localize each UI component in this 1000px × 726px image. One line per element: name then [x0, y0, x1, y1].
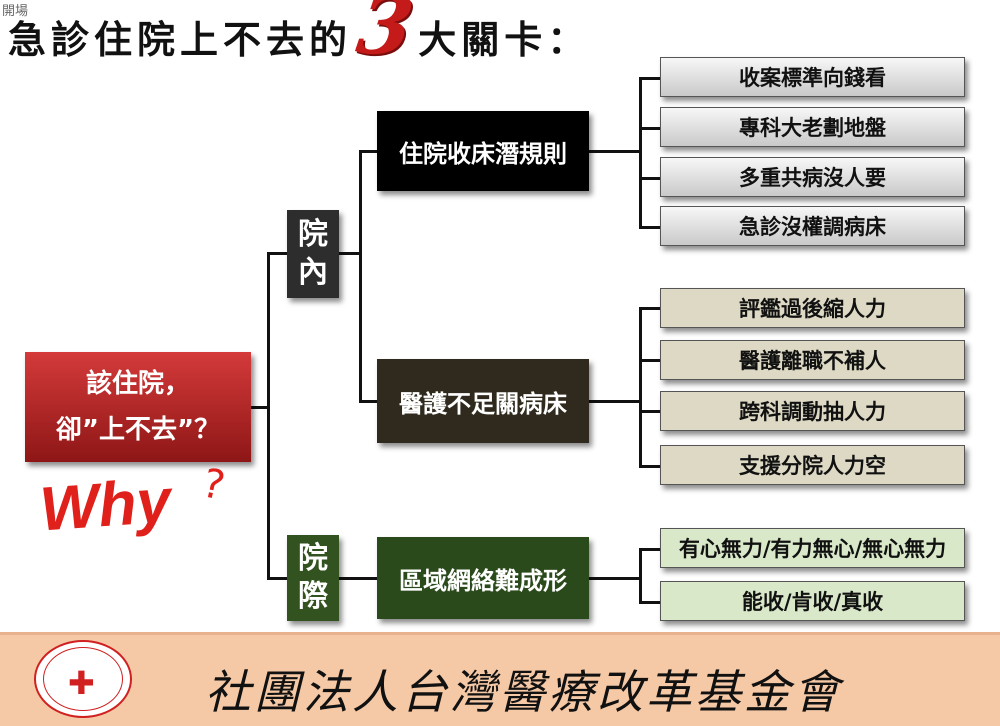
connector-b-v	[639, 307, 642, 467]
connector-b-1	[639, 307, 660, 310]
connector-root-h	[251, 406, 269, 409]
leaf-a-2: 專科大老劃地盤	[660, 107, 965, 147]
red-cross-icon: ✚	[68, 664, 95, 702]
branch-outer-char-1: 院	[298, 541, 328, 576]
branch-inner: 院 內	[287, 210, 339, 298]
connector-b-4	[639, 465, 660, 468]
connector-c-out	[589, 577, 641, 580]
connector-c-2	[639, 601, 660, 604]
leaf-b-1: 評鑑過後縮人力	[660, 288, 965, 328]
leaf-b-2: 醫護離職不補人	[660, 340, 965, 380]
foundation-name: 社團法人台灣醫療改革基金會	[205, 665, 842, 719]
connector-a-3	[639, 177, 660, 180]
root-line-1: 該住院，	[85, 369, 190, 399]
title-number: 3	[351, 0, 419, 72]
connector-outer-in	[267, 577, 287, 580]
connector-root-v	[267, 252, 270, 579]
leaf-b-3: 跨科調動抽人力	[660, 391, 965, 431]
title-before: 急診住院上不去的	[8, 17, 353, 62]
branch-inner-char-1: 院	[298, 217, 328, 252]
connector-a-1	[639, 77, 660, 80]
node-staff-shortage: 醫護不足關病床	[377, 359, 589, 443]
connector-outer-out	[339, 577, 377, 580]
title-after: 大關卡：	[418, 17, 591, 62]
leaf-c-2: 能收/肯收/真收	[660, 581, 965, 621]
why-text: Why	[37, 466, 174, 545]
connector-c-1	[639, 548, 660, 551]
branch-inner-char-2: 內	[298, 255, 328, 290]
leaf-b-4: 支援分院人力空	[660, 445, 965, 485]
why-question-mark: ?	[198, 460, 229, 510]
footer-bar	[0, 632, 1000, 726]
connector-b-in	[359, 400, 377, 403]
connector-a-in	[359, 150, 377, 153]
connector-inner-in	[267, 252, 287, 255]
leaf-a-4: 急診沒權調病床	[660, 206, 965, 246]
logo-ring	[43, 647, 123, 711]
node-regional-network: 區域網絡難成形	[377, 537, 589, 619]
connector-a-2	[639, 127, 660, 130]
root-line-2: 卻”上不去”？	[55, 415, 221, 445]
leaf-c-1: 有心無力/有力無心/無心無力	[660, 528, 965, 568]
connector-inner-v	[359, 150, 362, 403]
connector-b-2	[639, 359, 660, 362]
root-node: 該住院， 卻”上不去”？	[25, 352, 251, 462]
leaf-a-3: 多重共病沒人要	[660, 157, 965, 197]
connector-a-out	[589, 150, 641, 153]
connector-a-4	[639, 226, 660, 229]
connector-a-v	[639, 77, 642, 228]
node-admission-rules: 住院收床潛規則	[377, 111, 589, 191]
foundation-logo-icon: ✚	[34, 640, 132, 718]
leaf-a-1: 收案標準向錢看	[660, 57, 965, 97]
connector-b-out	[589, 400, 641, 403]
connector-c-v	[639, 548, 642, 604]
connector-inner-out	[339, 252, 361, 255]
page-title: 急診住院上不去的 3 大關卡：	[8, 0, 590, 72]
branch-outer-char-2: 際	[298, 579, 328, 614]
connector-b-3	[639, 410, 660, 413]
branch-outer: 院 際	[287, 535, 339, 621]
corner-label: 開場	[2, 4, 29, 19]
